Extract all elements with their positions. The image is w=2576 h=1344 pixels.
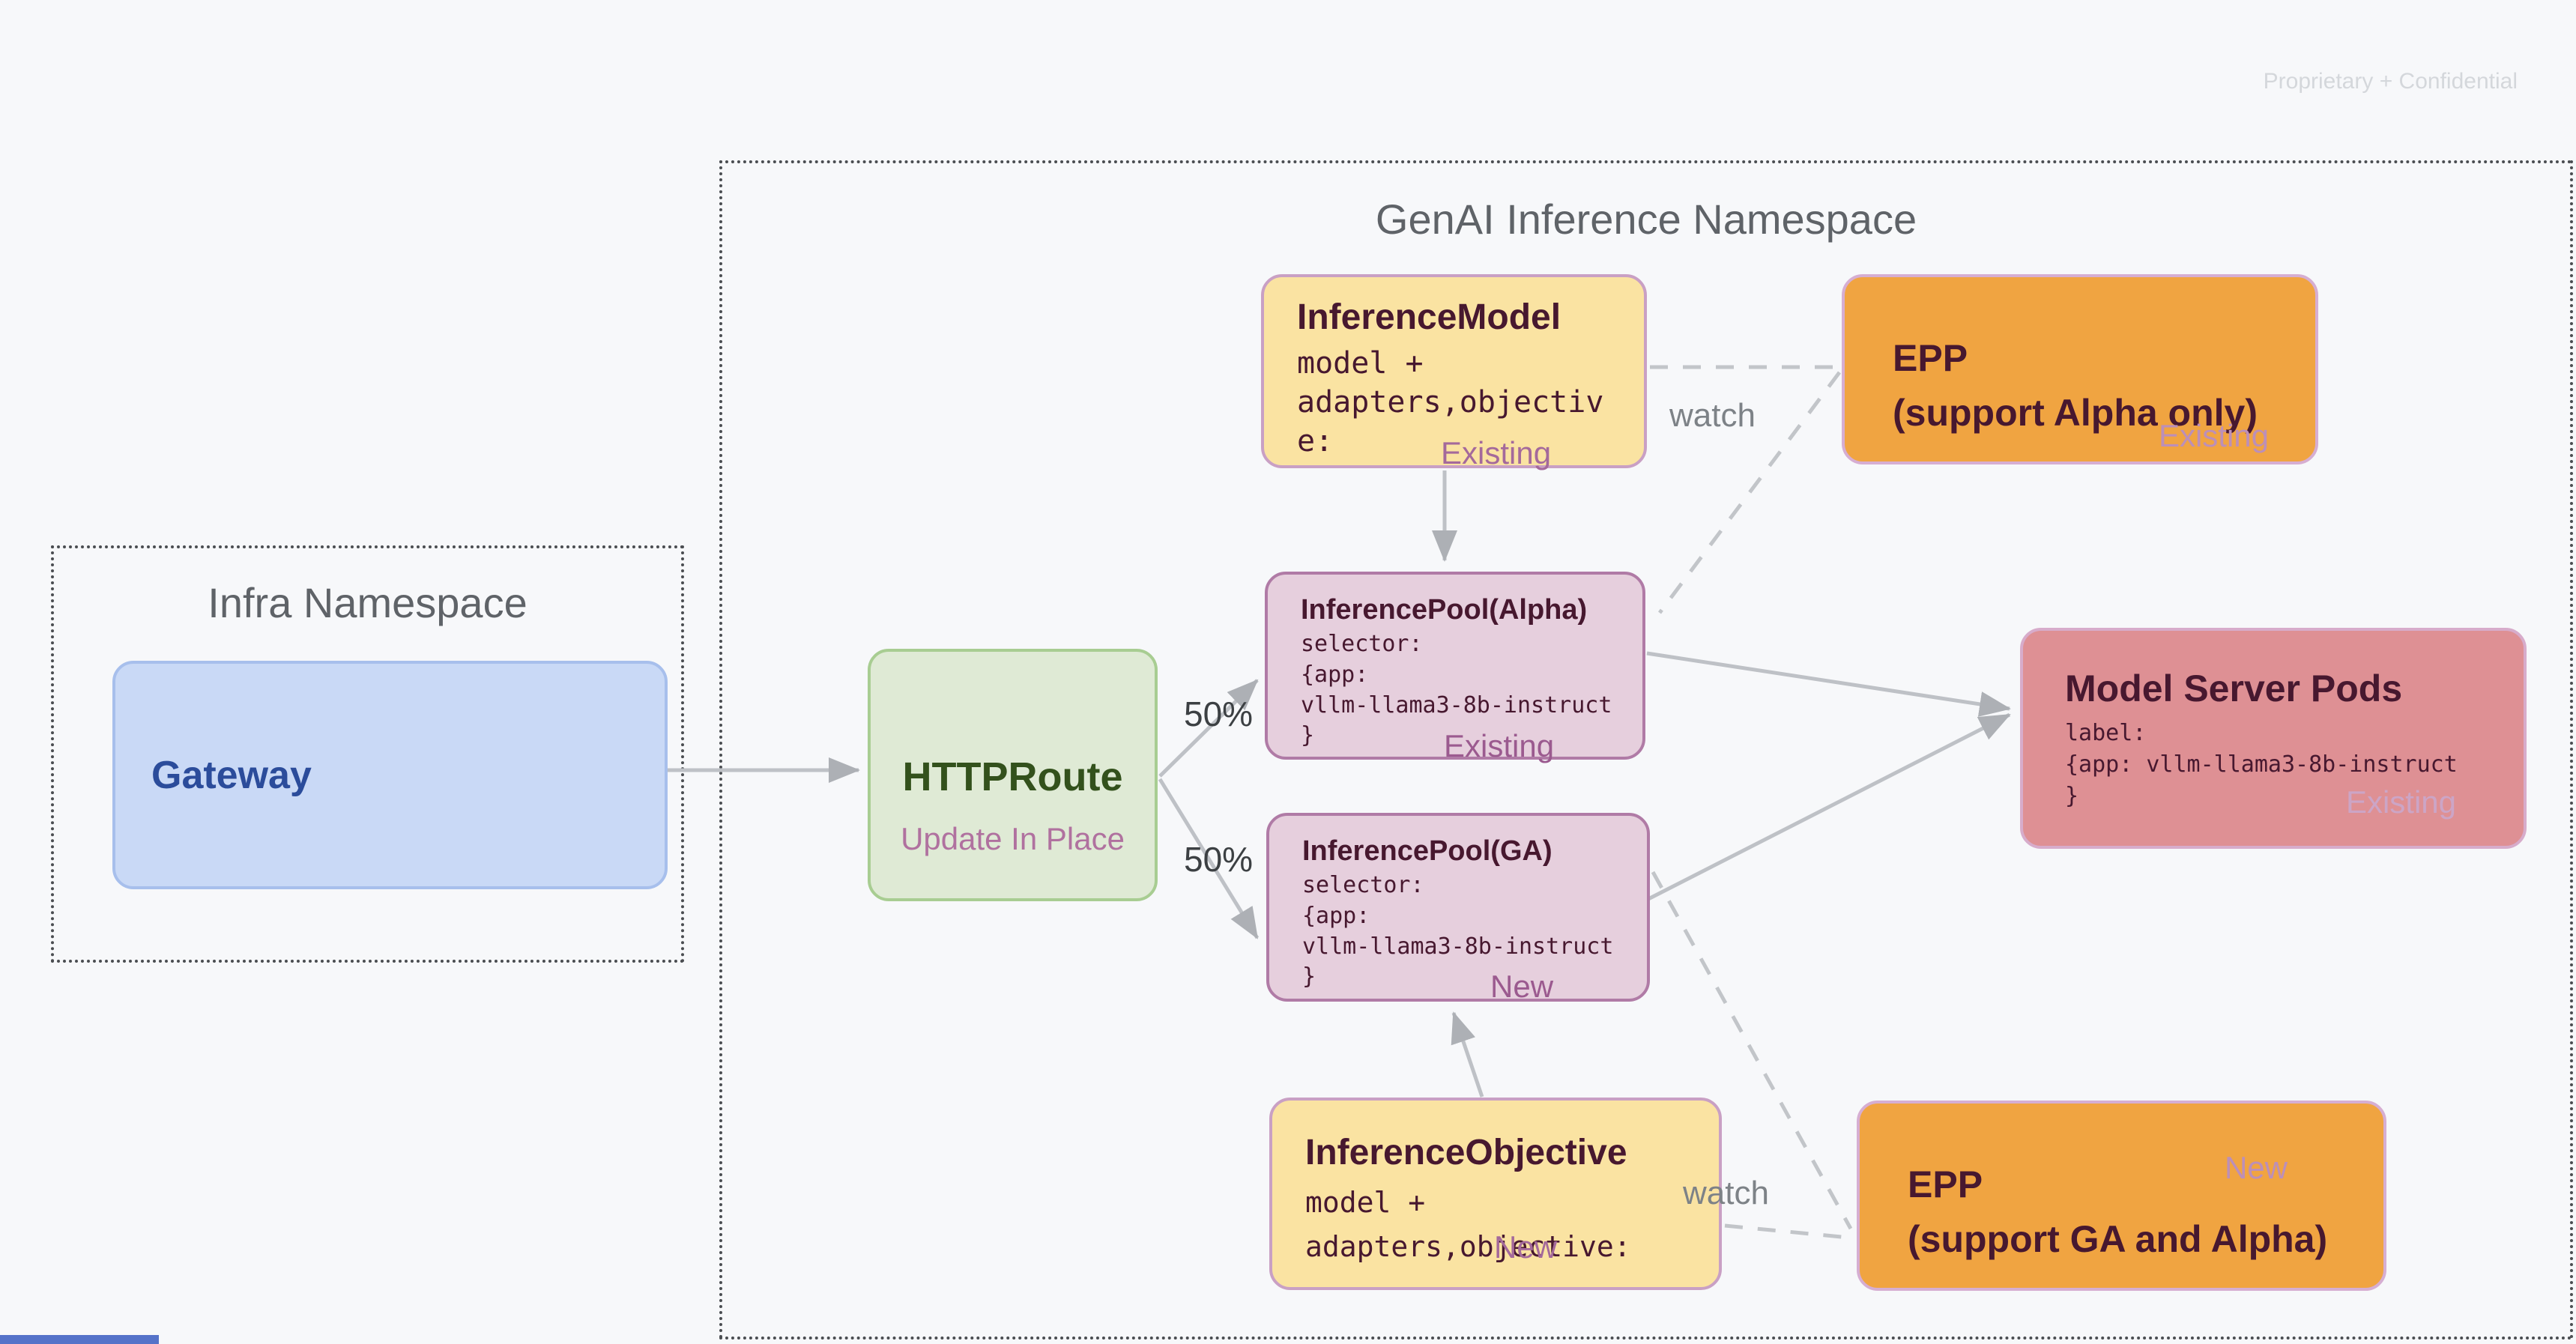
inference-model-code: model + adapters,objectiv e: bbox=[1297, 346, 1604, 458]
inference-pool-alpha-node[interactable]: InferencePool(Alpha) selector: {app: vll… bbox=[1265, 572, 1645, 763]
watch-label-bottom: watch bbox=[1683, 1175, 1769, 1211]
inference-pool-ga-node[interactable]: InferencePool(GA) selector: {app: vllm-l… bbox=[1266, 813, 1650, 1004]
httproute-node[interactable]: HTTPRoute Update In Place bbox=[868, 649, 1158, 901]
genai-namespace-box[interactable]: GenAI Inference Namespace bbox=[719, 160, 2573, 1340]
watermark-text: Proprietary + Confidential bbox=[2263, 69, 2518, 94]
model-server-pods-node[interactable]: Model Server Pods label: {app: vllm-llam… bbox=[2020, 628, 2527, 849]
slide-accent-bar bbox=[0, 1335, 159, 1344]
inference-objective-status: New bbox=[1494, 1229, 1558, 1265]
inference-pool-ga-code: selector: {app: vllm-llama3-8b-instruct … bbox=[1302, 872, 1614, 990]
inference-model-node[interactable]: InferenceModel model + adapters,objectiv… bbox=[1261, 274, 1647, 470]
epp-alpha-title: EPP (support Alpha only) bbox=[1893, 337, 2258, 434]
traffic-split-label-bottom: 50% bbox=[1184, 840, 1254, 879]
inference-model-title: InferenceModel bbox=[1297, 297, 1561, 337]
model-server-pods-title: Model Server Pods bbox=[2065, 668, 2403, 709]
inference-objective-node[interactable]: InferenceObjective model + adapters,obje… bbox=[1269, 1098, 1722, 1290]
httproute-subtitle: Update In Place bbox=[901, 821, 1125, 856]
genai-namespace-title: GenAI Inference Namespace bbox=[1375, 196, 1917, 243]
httproute-title: HTTPRoute bbox=[902, 754, 1123, 799]
epp-alpha-status: Existing bbox=[2158, 418, 2269, 453]
epp-ga-title: EPP (support GA and Alpha) bbox=[1908, 1163, 2328, 1260]
inference-pool-alpha-status: Existing bbox=[1444, 728, 1555, 763]
infra-namespace-box[interactable]: Infra Namespace bbox=[51, 545, 684, 963]
inference-model-status: Existing bbox=[1441, 435, 1552, 470]
inference-objective-title: InferenceObjective bbox=[1305, 1133, 1627, 1172]
gateway-title: Gateway bbox=[151, 753, 312, 797]
epp-ga-status: New bbox=[2224, 1150, 2288, 1185]
inference-pool-alpha-title: InferencePool(Alpha) bbox=[1301, 594, 1588, 626]
model-server-pods-status: Existing bbox=[2345, 784, 2456, 820]
inference-pool-ga-title: InferencePool(GA) bbox=[1302, 835, 1552, 867]
inference-pool-alpha-code: selector: {app: vllm-llama3-8b-instruct … bbox=[1301, 631, 1612, 749]
epp-alpha-node[interactable]: EPP (support Alpha only) Existing bbox=[1842, 274, 2318, 464]
epp-ga-node[interactable]: EPP (support GA and Alpha) New bbox=[1857, 1101, 2386, 1291]
inference-pool-ga-status: New bbox=[1490, 969, 1554, 1004]
infra-namespace-title: Infra Namespace bbox=[208, 579, 527, 626]
gateway-node[interactable]: Gateway bbox=[112, 661, 668, 889]
traffic-split-label-top: 50% bbox=[1184, 694, 1254, 733]
model-server-pods-code: label: {app: vllm-llama3-8b-instruct } bbox=[2065, 720, 2458, 809]
watch-label-top: watch bbox=[1669, 397, 1756, 434]
inference-objective-code: model + adapters,objective: bbox=[1305, 1186, 1631, 1263]
